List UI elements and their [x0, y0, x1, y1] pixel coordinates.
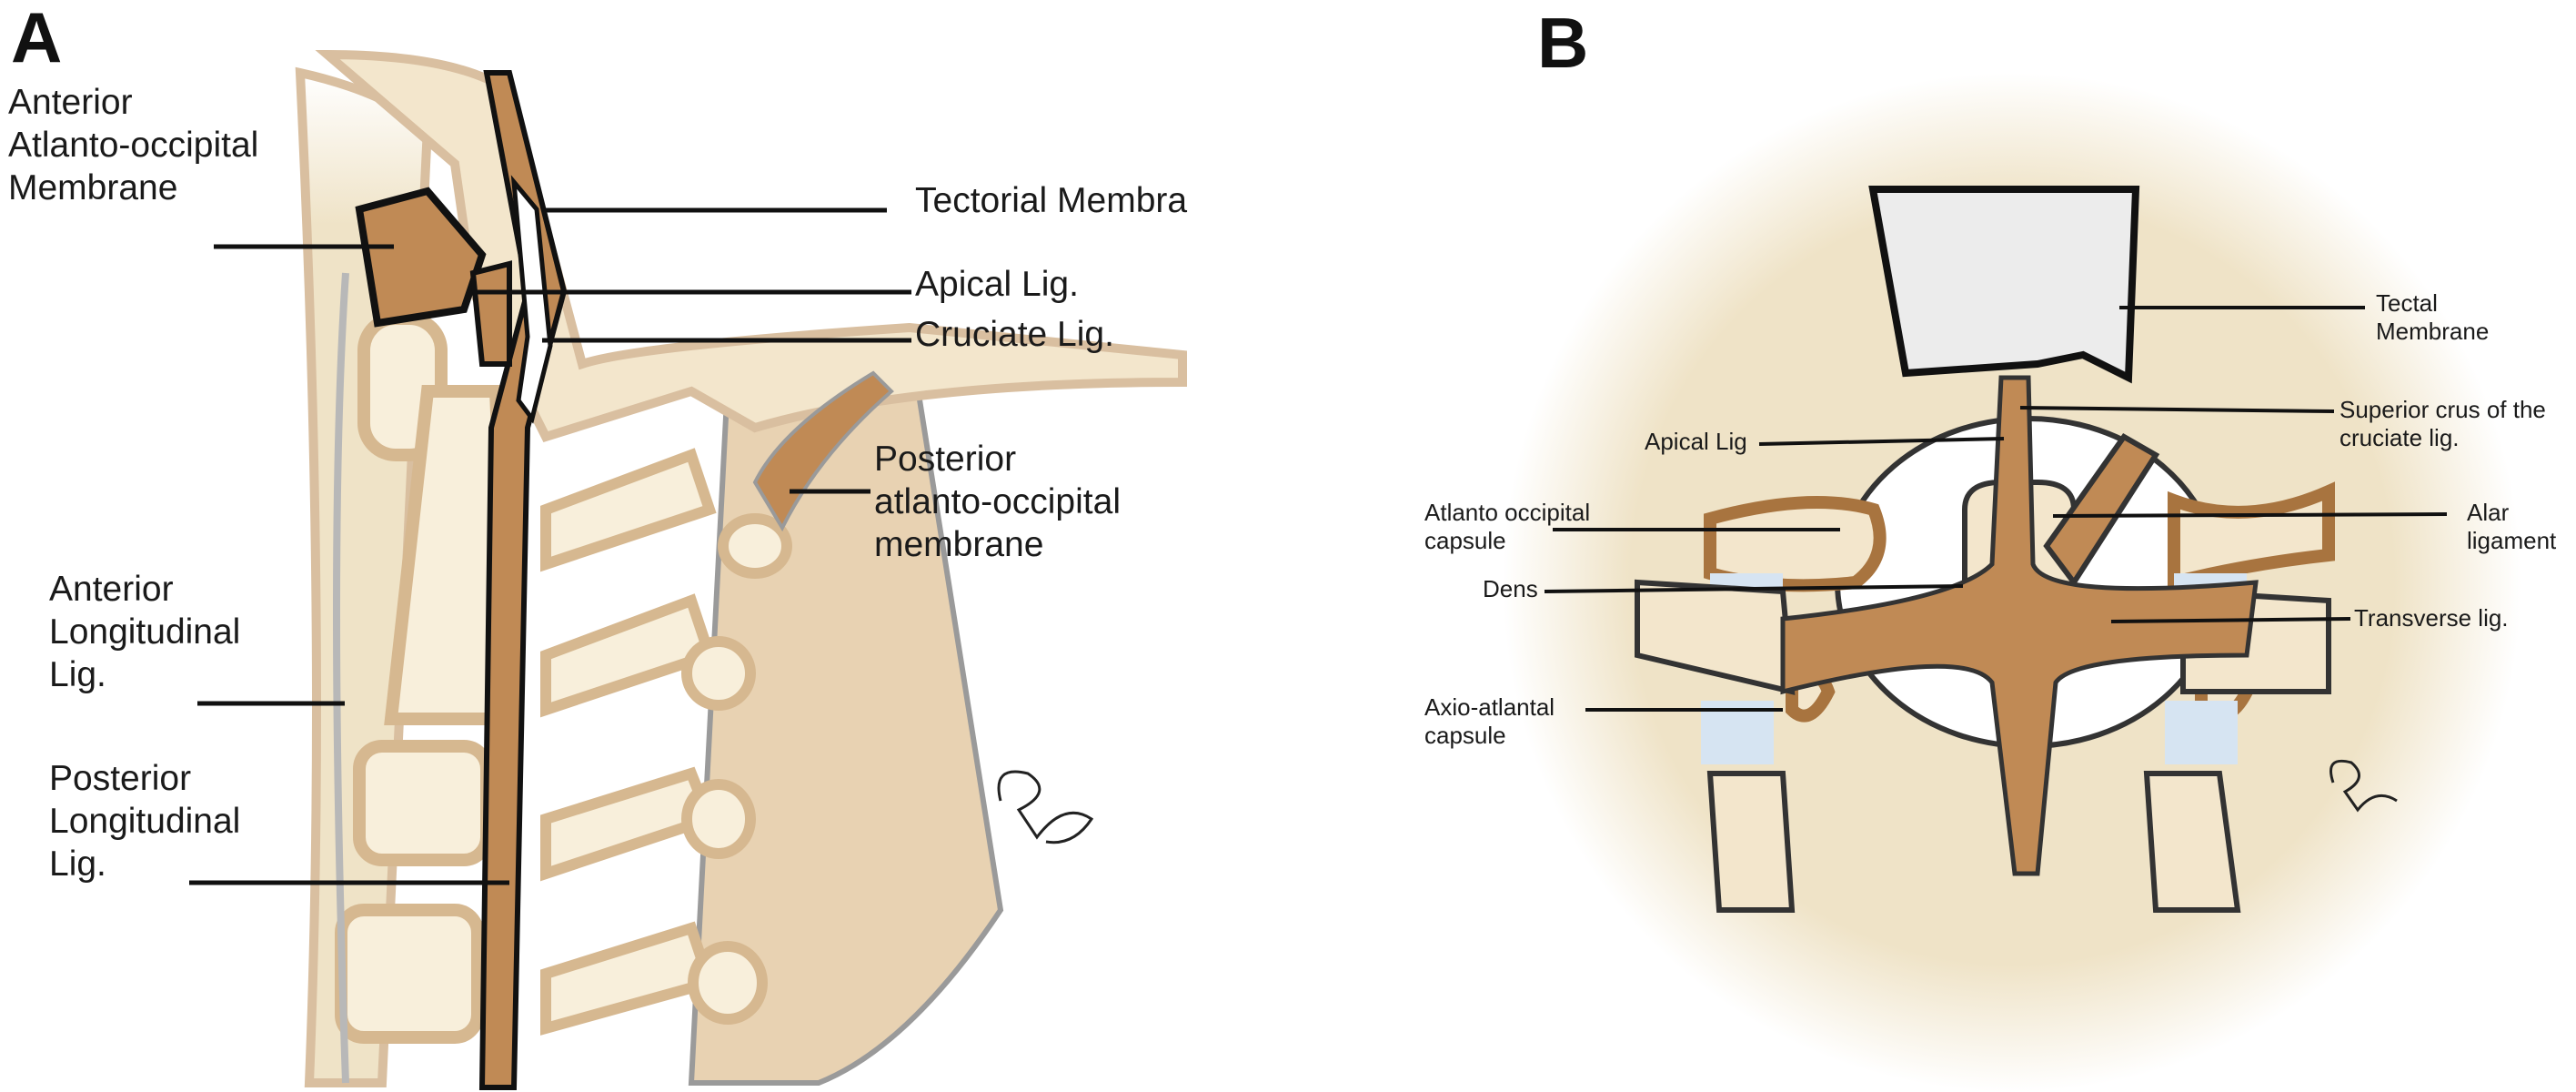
- axis-bodies: [1635, 579, 2331, 913]
- label-cruciate-lig: Cruciate Lig.: [915, 315, 1114, 354]
- vertebral-bodies: [335, 312, 517, 1044]
- label-anterior-longitudinal-lig: Anterior Longitudinal Lig.: [49, 570, 241, 694]
- cruciate-ligament-shape: [1780, 375, 2259, 876]
- label-alar-ligament: Alar ligament: [2467, 499, 2557, 555]
- apical-ligament-shape: [469, 260, 512, 367]
- label-superior-crus: Superior crus of the cruciate lig.: [2340, 396, 2546, 452]
- panel-a-leader-lines: [189, 207, 911, 885]
- alar-ligament-shape: [2043, 433, 2160, 588]
- label-transverse-lig: Transverse lig.: [2354, 604, 2509, 632]
- label-tectorial-membrane: Tectorial Membra: [915, 181, 1188, 220]
- label-posterior-longitudinal-lig: Posterior Longitudinal Lig.: [49, 759, 241, 884]
- label-apical-lig-a: Apical Lig.: [915, 265, 1079, 304]
- anterior-longitudinal-ligament-line: [333, 272, 349, 1084]
- posterior-elements: [540, 448, 792, 1036]
- artist-signature-b: [2329, 759, 2398, 813]
- tectal-membrane-shape: [1868, 186, 2140, 384]
- label-atlanto-occipital-capsule: Atlanto occipital capsule: [1424, 499, 1591, 555]
- panel-a-drawing: [295, 49, 1187, 1090]
- label-tectal-membrane: Tectal Membrane: [2376, 289, 2490, 346]
- label-dens: Dens: [1483, 575, 1538, 602]
- label-anterior-atlanto-occipital-membrane: Anterior Atlanto-occipital Membrane: [8, 83, 259, 207]
- tectorial-membrane-strip: [510, 175, 553, 424]
- label-axio-atlantal-capsule: Axio-atlantal capsule: [1424, 693, 1555, 750]
- artist-signature: [997, 770, 1094, 844]
- label-apical-lig-b: Apical Lig: [1645, 428, 1747, 455]
- panel-a-letter: A: [11, 0, 63, 77]
- panel-b-drawing: [1503, 73, 2521, 1092]
- label-posterior-atlanto-occipital-membrane: Posterior atlanto-occipital membrane: [874, 440, 1121, 564]
- panel-b-letter: B: [1537, 3, 1589, 83]
- panel-b-leader-lines: [1544, 306, 2448, 712]
